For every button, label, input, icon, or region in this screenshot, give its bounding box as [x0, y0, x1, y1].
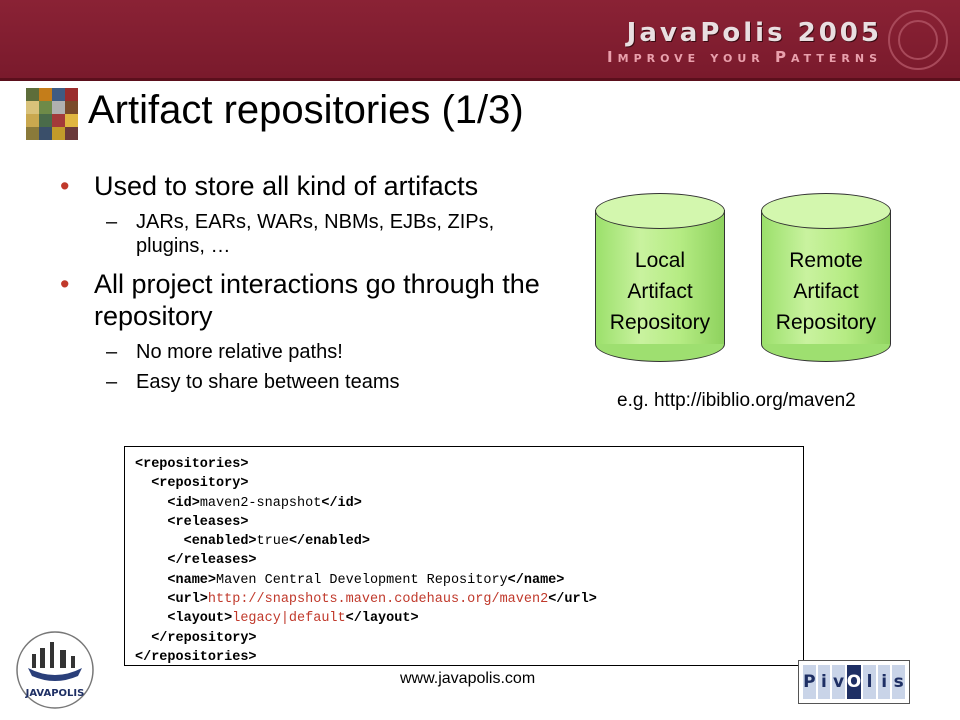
- mosaic-icon: [26, 88, 78, 140]
- remote-repository-label: Remote Artifact Repository: [775, 249, 877, 334]
- cylinder-top: [595, 193, 725, 229]
- example-url: e.g. http://ibiblio.org/maven2: [617, 390, 856, 411]
- mosaic-tile: [52, 101, 65, 114]
- code-line: <url>http://snapshots.maven.codehaus.org…: [135, 590, 793, 609]
- pivolis-letter: i: [817, 665, 831, 699]
- mosaic-tile: [39, 127, 52, 140]
- brand-tagline: Improve your Patterns: [607, 48, 882, 66]
- bullet-text: Used to store all kind of artifacts: [94, 171, 479, 201]
- code-tag: </id>: [321, 495, 362, 511]
- mosaic-tile: [26, 114, 39, 127]
- cylinder-body: [761, 210, 891, 344]
- bullet-icon: •: [60, 171, 70, 201]
- footer-url: www.javapolis.com: [400, 670, 536, 687]
- sub-bullet-text: Easy to share between teams: [136, 371, 400, 393]
- code-tag: <url>: [167, 592, 208, 608]
- bullet-text: All project interactions go through the …: [94, 269, 540, 331]
- code-value: Maven Central Development Repository: [216, 572, 508, 588]
- dash-icon: –: [106, 211, 118, 233]
- pivolis-letter: l: [863, 665, 876, 699]
- mosaic-tile: [65, 88, 78, 101]
- pivolis-letter: v: [832, 665, 845, 699]
- code-line: <enabled>true</enabled>: [135, 532, 793, 551]
- mosaic-tile: [52, 127, 65, 140]
- mosaic-tile: [65, 101, 78, 114]
- pivolis-letter: s: [892, 665, 906, 699]
- cylinder-body: [595, 210, 725, 344]
- page-title: Artifact repositories (1/3): [88, 88, 524, 132]
- javapolis-logo: JAVAPOLIS: [14, 624, 96, 712]
- pivolis-letter: i: [877, 665, 891, 699]
- header-banner: JavaPolis 2005 Improve your Patterns: [0, 0, 960, 81]
- javapolis-logo-icon: JAVAPOLIS: [16, 631, 94, 709]
- code-line: <releases>: [135, 513, 793, 532]
- local-repository-label: Local Artifact Repository: [609, 249, 711, 334]
- code-tag: <releases>: [167, 514, 249, 530]
- brand-title: JavaPolis 2005: [626, 18, 882, 48]
- code-tag: </name>: [507, 572, 565, 588]
- remote-repository-cylinder: Remote Artifact Repository: [761, 193, 891, 362]
- code-line: </repository>: [135, 629, 793, 648]
- mosaic-tile: [52, 88, 65, 101]
- mosaic-tile: [39, 88, 52, 101]
- bullet-list: • Used to store all kind of artifacts – …: [60, 170, 560, 404]
- code-block: <repositories> <repository> <id>maven2-s…: [124, 446, 804, 666]
- code-line: </releases>: [135, 551, 793, 570]
- code-tag: </layout>: [345, 611, 419, 627]
- code-tag: <repositories>: [135, 457, 249, 472]
- sub-bullet-text: No more relative paths!: [136, 341, 343, 363]
- code-tag: </repositories>: [135, 649, 257, 665]
- mosaic-tile: [65, 127, 78, 140]
- code-value: true: [256, 534, 289, 550]
- code-tag: </enabled>: [288, 534, 370, 550]
- pivolis-letter: P: [803, 665, 816, 699]
- sub-bullet-item: – JARs, EARs, WARs, NBMs, EJBs, ZIPs, pl…: [60, 210, 560, 258]
- code-tag: </url>: [548, 592, 597, 608]
- dash-icon: –: [106, 371, 118, 393]
- mosaic-tile: [26, 88, 39, 101]
- code-tag: <repository>: [151, 476, 249, 492]
- bullet-item: • All project interactions go through th…: [60, 268, 560, 332]
- sub-bullet-item: – No more relative paths!: [60, 340, 560, 364]
- mosaic-tile: [39, 101, 52, 114]
- mosaic-tile: [26, 127, 39, 140]
- mosaic-tile: [52, 114, 65, 127]
- code-value-url: http://snapshots.maven.codehaus.org/mave…: [207, 592, 549, 608]
- code-line: <repositories>: [135, 455, 793, 474]
- code-tag: <name>: [167, 572, 217, 588]
- dash-icon: –: [106, 341, 118, 363]
- bullet-item: • Used to store all kind of artifacts: [60, 170, 560, 202]
- sub-bullet-text: JARs, EARs, WARs, NBMs, EJBs, ZIPs, plug…: [136, 211, 495, 257]
- code-tag: <layout>: [167, 611, 233, 627]
- emblem-icon: [888, 10, 948, 70]
- cylinder-top: [761, 193, 891, 229]
- code-value: legacy|default: [232, 611, 346, 627]
- code-line: <name>Maven Central Development Reposito…: [135, 571, 793, 590]
- code-tag: </repository>: [151, 630, 257, 646]
- code-tag: <enabled>: [183, 534, 257, 550]
- code-line: <repository>: [135, 474, 793, 493]
- mosaic-tile: [39, 114, 52, 127]
- code-tag: <id>: [167, 495, 200, 511]
- javapolis-logo-text: JAVAPOLIS: [25, 688, 85, 699]
- bullet-icon: •: [60, 269, 70, 299]
- local-repository-cylinder: Local Artifact Repository: [595, 193, 725, 362]
- mosaic-tile: [65, 114, 78, 127]
- code-line: <layout>legacy|default</layout>: [135, 609, 793, 628]
- code-line: <id>maven2-snapshot</id>: [135, 494, 793, 513]
- pivolis-letter: O: [846, 665, 862, 699]
- code-line: </repositories>: [135, 648, 793, 667]
- code-tag: </releases>: [167, 553, 257, 569]
- code-value: maven2-snapshot: [199, 495, 322, 511]
- mosaic-tile: [26, 101, 39, 114]
- sub-bullet-item: – Easy to share between teams: [60, 370, 560, 394]
